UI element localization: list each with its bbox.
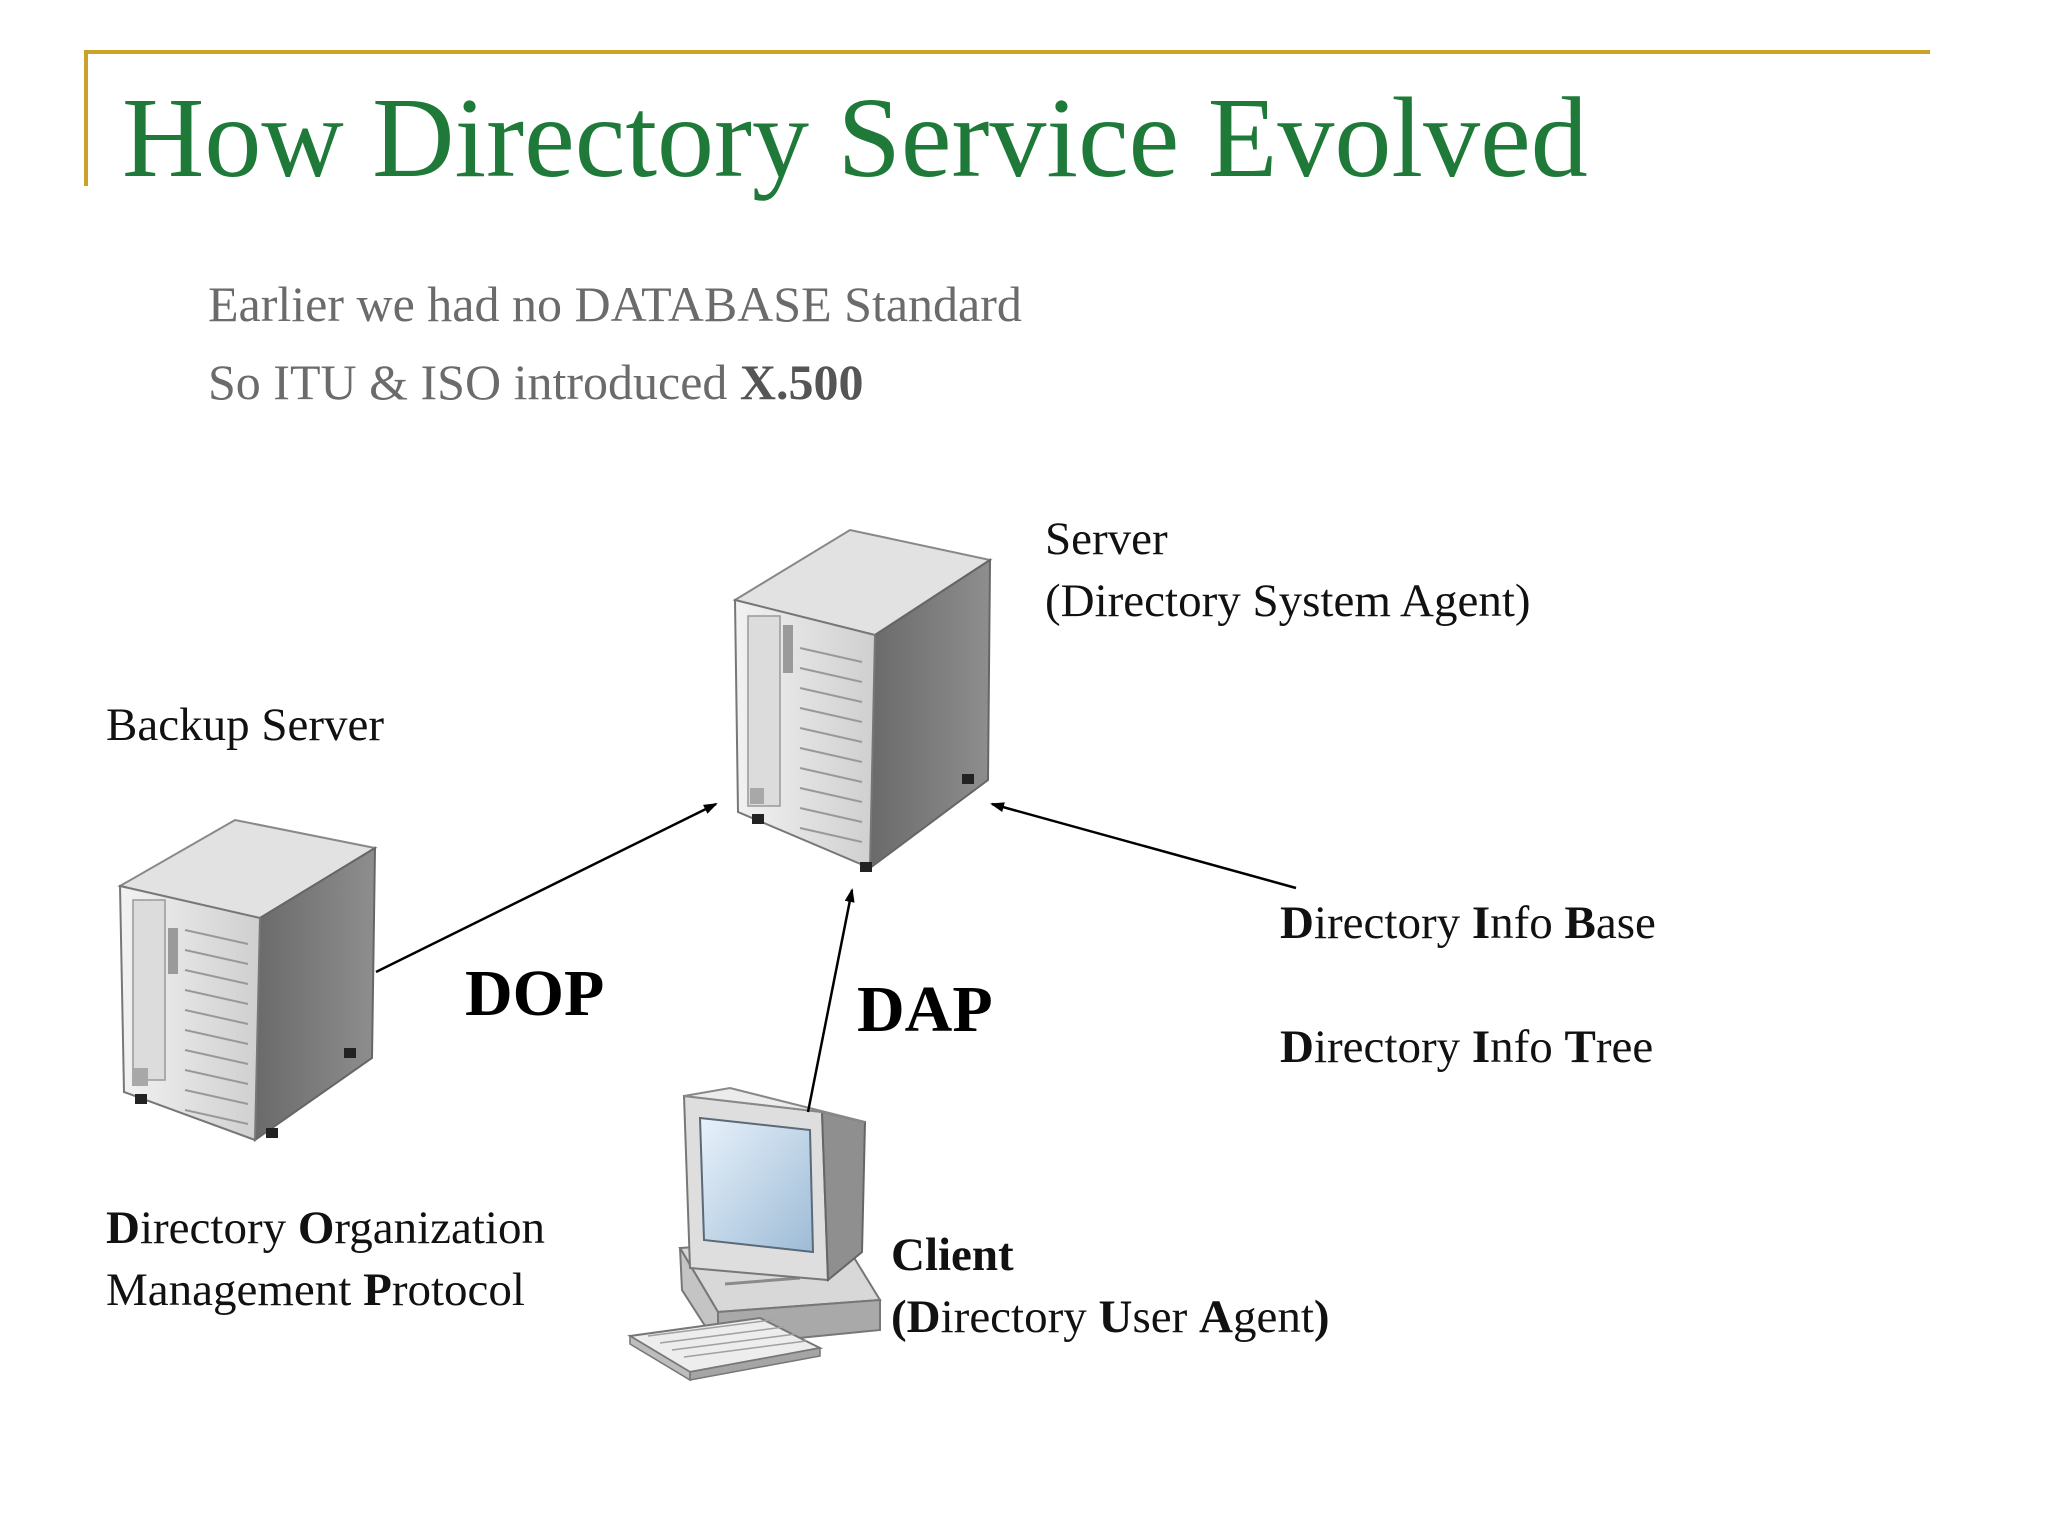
server-tower-icon — [732, 528, 993, 872]
dap-arrow — [806, 888, 855, 1113]
client-label: Client (Directory User Agent) — [891, 1229, 1330, 1343]
bullet-2: So ITU & ISO introduced X.500 — [208, 354, 864, 410]
directory-info-base-label: Directory Info Base — [1280, 897, 1656, 949]
backup-server-label: Backup Server — [106, 699, 384, 751]
client-computer-icon — [627, 1086, 882, 1382]
directory-info-tree-label: Directory Info Tree — [1280, 1021, 1654, 1073]
dap-label: DAP — [857, 973, 993, 1046]
server-label: Server (Directory System Agent) — [1045, 513, 1531, 627]
backup-server-tower-icon — [117, 818, 378, 1142]
slide-title: How Directory Service Evolved — [122, 74, 1588, 201]
title-rule-left — [84, 50, 88, 186]
dib-arrow — [990, 802, 1297, 890]
dop-label: DOP — [465, 957, 605, 1030]
title-rule-top — [84, 50, 1930, 54]
bullet-list: Earlier we had no DATABASE Standard So I… — [208, 265, 1022, 421]
domp-label: Directory Organization Management Protoc… — [106, 1202, 545, 1316]
bullet-1: Earlier we had no DATABASE Standard — [208, 276, 1022, 332]
x500-label: X.500 — [739, 354, 864, 410]
dop-arrow — [375, 802, 718, 974]
